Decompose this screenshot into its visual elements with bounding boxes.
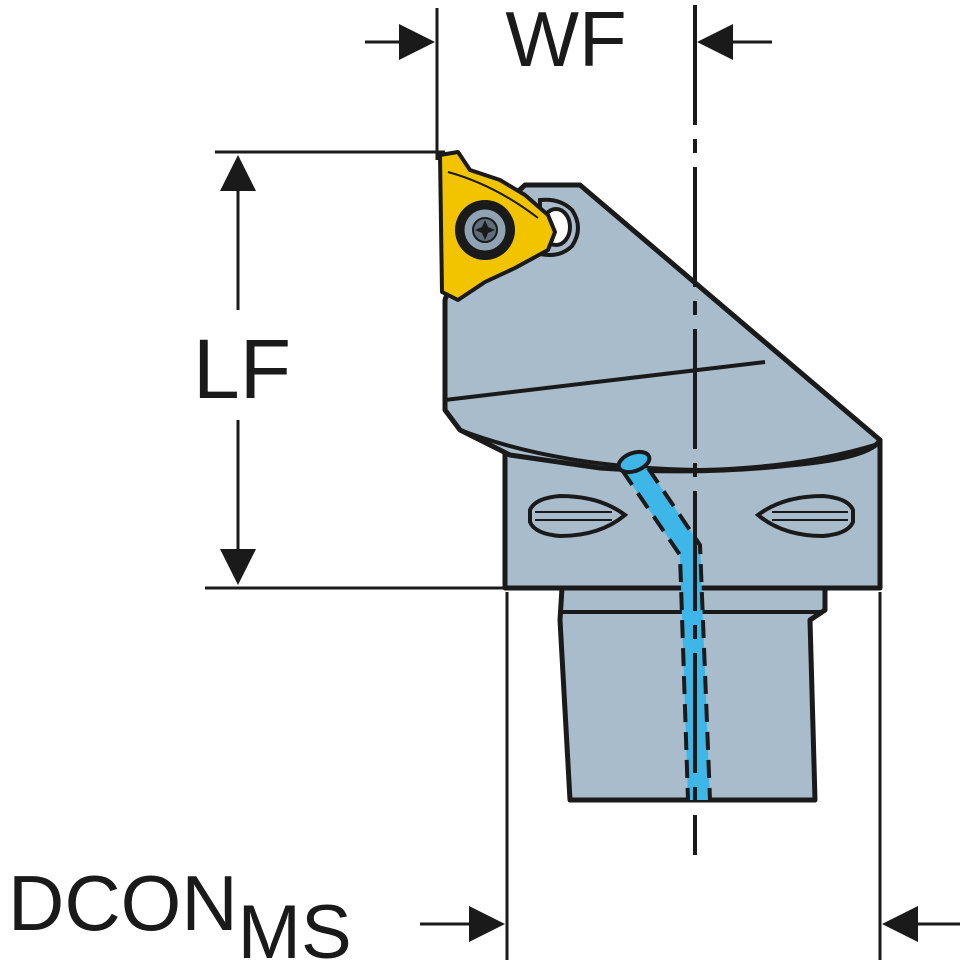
dcon-subscript-text: MS [238, 890, 352, 971]
wf-label: WF [505, 0, 626, 83]
clamp-bolt-icon [528, 493, 629, 539]
dimension-wf: WF [365, 0, 772, 160]
dimension-lf: LF [193, 150, 505, 590]
dcon-label: DCONMS [8, 859, 352, 971]
dimension-dconms: DCONMS [8, 592, 960, 971]
lf-label: LF [193, 322, 291, 416]
coolant-channel [616, 449, 712, 801]
clamp-bolt-icon-right [754, 493, 855, 539]
dcon-main-text: DCON [8, 859, 238, 947]
torx-screw-icon [455, 200, 515, 260]
